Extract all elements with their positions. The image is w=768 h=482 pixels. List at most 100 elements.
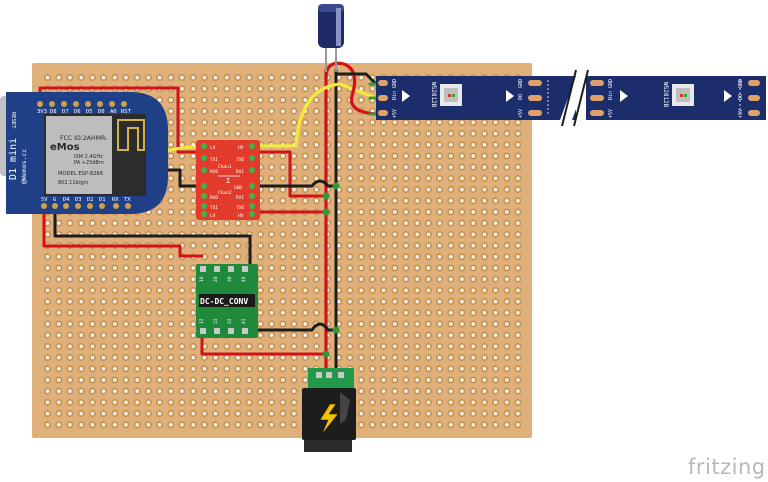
- pin-label: D1: [99, 197, 106, 203]
- arrow-icon: [402, 90, 410, 102]
- dcdc-pin-label: 2O: [213, 276, 219, 282]
- board-brand: @Wemos.cc: [20, 149, 28, 184]
- module-ism: ISM 2.4GHz: [74, 154, 103, 160]
- pin-label: RX: [112, 197, 119, 203]
- dcdc-top-pads: [200, 266, 248, 272]
- ls-pin-label: RXI: [236, 195, 244, 201]
- pin-label: TX: [124, 197, 131, 203]
- solder-points: [322, 182, 340, 358]
- pin-label: D4: [63, 197, 70, 203]
- strip-chip-label: WS2812B: [430, 82, 437, 108]
- level-shifter-pcb: [196, 140, 260, 220]
- ls-chan2: Chan2: [218, 190, 232, 196]
- strip-pin-label: Din: [608, 91, 614, 100]
- arrow-icon: [724, 90, 732, 102]
- ls-chan1: Chan1: [218, 164, 232, 170]
- dc-barrel-jack: [302, 368, 356, 452]
- dcdc-pin-label: 1O: [199, 276, 205, 282]
- strip-pin-label: +5V: [392, 109, 398, 118]
- level-shifter: LV TXI RXO RXO TXI LV HV TXO RXI GND RXI…: [196, 140, 260, 220]
- ls-pin-label: LV: [210, 213, 216, 219]
- dcdc-pin-label: 3O: [227, 276, 233, 282]
- reset-label: RESET: [10, 112, 16, 129]
- d1-mini-board: FCC ID:2AHMR- eMos ISM 2.4GHz PA +25dBm …: [0, 92, 168, 214]
- module-logo: eMos: [50, 142, 80, 153]
- ls-pin-label: TXI: [210, 205, 218, 211]
- dcdc-pin-label: 3I: [227, 318, 233, 324]
- ls-pin-label: TXI: [210, 157, 218, 163]
- solder-point: [332, 182, 340, 190]
- pin-label: 3V3: [37, 109, 47, 115]
- module-standard: 802.11b/g/n: [58, 180, 88, 186]
- strip-pin-label: GND: [608, 79, 614, 88]
- dcdc-pin-label: 2I: [213, 318, 219, 324]
- ls-left-pads: [201, 143, 207, 217]
- solder-point: [322, 350, 330, 358]
- capacitor: [318, 4, 344, 72]
- ls-pin-label: HV: [238, 213, 244, 219]
- strip-segment-1: [376, 76, 576, 120]
- solder-point: [322, 192, 330, 200]
- wire-ls-gnd-left: [158, 168, 206, 188]
- led-strip: WS2812B WS2812B +5V Din GND +5V DO GND +…: [376, 69, 766, 127]
- module-pa: PA +25dBm: [74, 160, 104, 166]
- pin-label: D0: [98, 109, 105, 115]
- strip-pin-label: Din: [392, 91, 398, 100]
- module-model: MODEL ESP-8266: [58, 171, 103, 177]
- dcdc-label: DC-DC_CONV: [200, 297, 248, 306]
- strip-pin-label: +5V: [738, 109, 744, 118]
- d1-header-top: [37, 101, 127, 107]
- pin-label: D6: [74, 109, 81, 115]
- solder-point: [332, 326, 340, 334]
- arrow-icon: [506, 90, 514, 102]
- solder-point: [322, 208, 330, 216]
- wire-5v-d1: [42, 204, 204, 258]
- strip-pin-label: +5V: [608, 109, 614, 118]
- pin-label: D5: [86, 109, 93, 115]
- strip-pin-label: DO: [518, 94, 524, 100]
- antenna-icon: [117, 119, 145, 151]
- wire-dcdc-gnd: [256, 322, 338, 332]
- pin-label: D2: [87, 197, 94, 203]
- ls-pin-label: TXO: [236, 205, 244, 211]
- dc-dc-converter: DC-DC_CONV 1O 2O 3O 4O 1I 2I 3I 4I: [196, 264, 258, 338]
- arrow-icon: [620, 90, 628, 102]
- wire-strip-gnd: [334, 72, 378, 86]
- board-name: D1 mini: [8, 138, 19, 180]
- pin-label: G: [53, 197, 56, 203]
- ls-pin-label: TXO: [236, 157, 244, 163]
- fritzing-logo: fritzing: [688, 455, 766, 479]
- wire-data-strip: [250, 82, 378, 148]
- cut-line-icon: [547, 80, 741, 116]
- strip-pads: [378, 80, 760, 116]
- dcdc-pin-label: 4I: [241, 318, 247, 324]
- dcdc-pin-label: 4O: [241, 276, 247, 282]
- ls-right-pads: [249, 143, 255, 217]
- d1-header-bottom: [41, 203, 131, 209]
- wire-g-d1: [53, 204, 252, 266]
- module-fcc: FCC ID:2AHMR-: [60, 135, 107, 142]
- dcdc-chip: [199, 294, 255, 307]
- ls-pin-label: RXO: [210, 195, 218, 201]
- pin-label: RST: [121, 109, 132, 115]
- capacitor-stripe: [336, 8, 341, 46]
- dcdc-pin-label: 1I: [199, 318, 205, 324]
- strip-pin-label: GND: [738, 79, 744, 88]
- ls-pin-label: RXI: [236, 169, 244, 175]
- pin-label: A0: [110, 109, 117, 115]
- ls-pin-label: LV: [210, 145, 216, 151]
- ls-pin-label: GND: [234, 185, 242, 191]
- ls-pin-label: HV: [238, 145, 244, 151]
- pin-label: D7: [62, 109, 69, 115]
- power-bolt-icon: [319, 403, 339, 435]
- wire-hv: [250, 150, 328, 198]
- esp-shield: [46, 116, 112, 194]
- pin-label: D3: [75, 197, 82, 203]
- strip-pin-label: DO: [738, 94, 744, 100]
- strip-chip-label: WS2812B: [662, 82, 669, 108]
- wire-ls-gnd: [250, 179, 338, 188]
- pin-label: 5V: [41, 197, 48, 203]
- strip-pin-label: GND: [518, 79, 524, 88]
- dcdc-bottom-pads: [200, 328, 248, 334]
